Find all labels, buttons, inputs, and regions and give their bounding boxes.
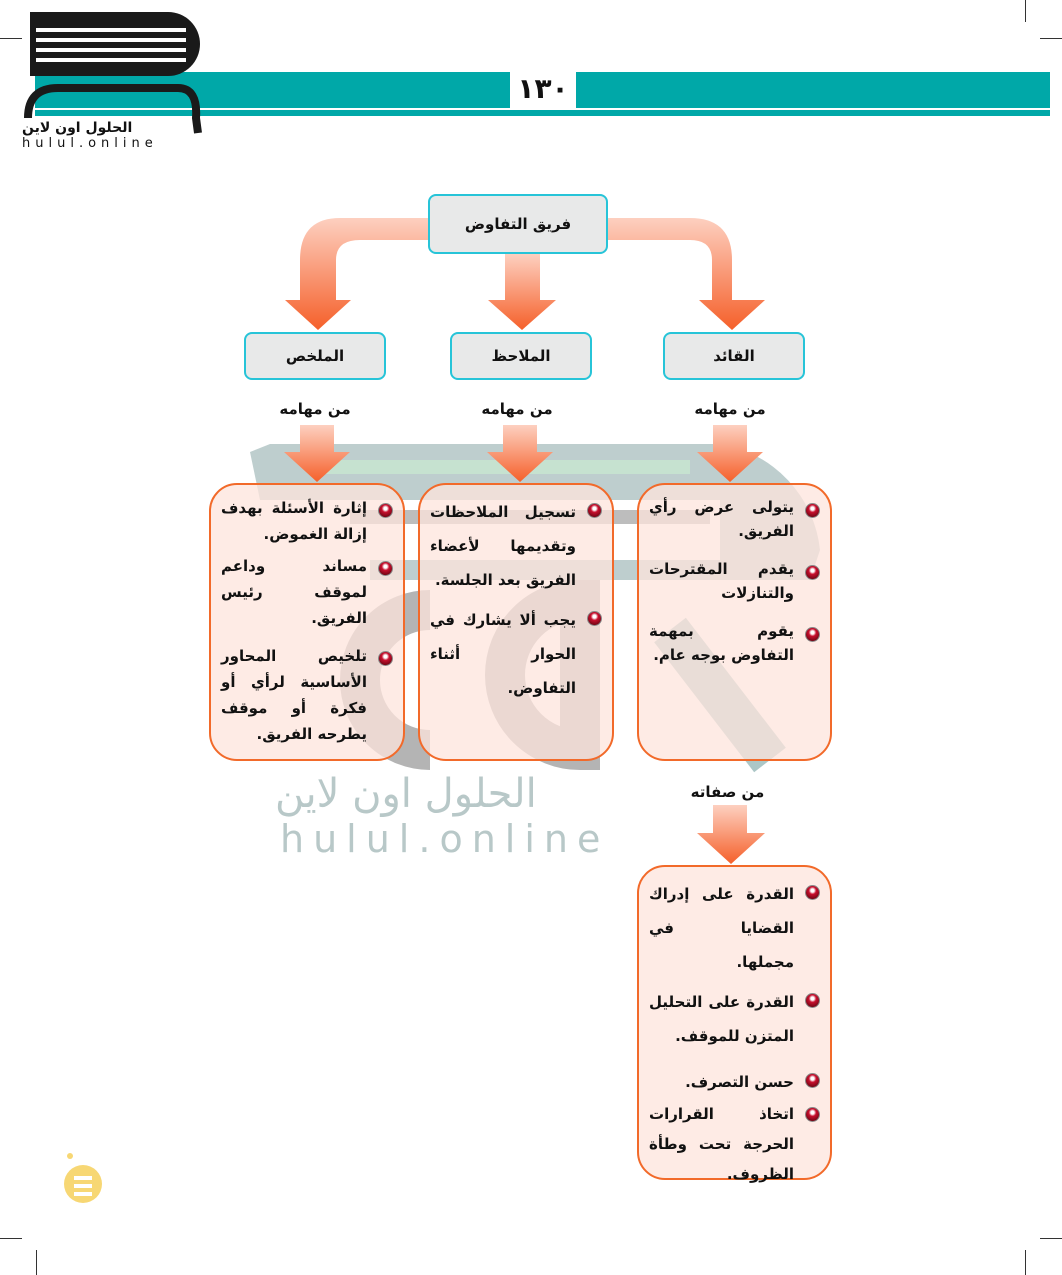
bullet-icon — [587, 611, 602, 626]
root-node: فريق التفاوض — [428, 194, 608, 254]
traits-label: من صفاته — [690, 783, 765, 801]
crop-mark — [0, 38, 22, 39]
leader-tasks-card: يتولى عرض رأي الفريق. يقدم المقترحات وال… — [637, 483, 832, 761]
crop-mark — [1040, 38, 1062, 39]
leader-traits-card: القدرة على إدراك القضايا في مجملها. القد… — [637, 865, 832, 1183]
bullet-icon — [805, 565, 820, 580]
bullet-icon — [805, 627, 820, 642]
tasks-label-summarizer: من مهامه — [279, 400, 351, 418]
observer-tasks-card: تسجيل الملاحظات وتقديمها لأعضاء الفريق ب… — [418, 483, 614, 761]
bullet-icon — [378, 561, 393, 576]
arrow-summ — [284, 425, 350, 482]
page-number: ١٣٠ — [510, 70, 576, 108]
list-item: اتخاذ القرارات الحرجة تحت وطأة الظروف. — [649, 1099, 820, 1189]
bullet-icon — [587, 503, 602, 518]
list-item: مساند وداعم لموقف رئيس الفريق. — [221, 553, 393, 631]
crop-mark — [0, 1238, 22, 1239]
arrow-center — [488, 254, 556, 330]
bullet-icon — [805, 1073, 820, 1088]
role-leader: القائد — [663, 332, 805, 380]
logo-sub-en: hulul.online — [22, 136, 158, 151]
crop-mark — [1025, 1250, 1026, 1275]
crop-mark — [36, 1250, 37, 1275]
header-bar-line — [35, 110, 1050, 116]
list-item: تلخيص المحاور الأساسية لرأي أو فكرة أو م… — [221, 643, 393, 747]
list-item: يقوم بمهمة التفاوض بوجه عام. — [649, 619, 820, 667]
watermark-ar: الحلول اون لاين — [275, 771, 537, 817]
summarizer-tasks-card: إثارة الأسئلة بهدف إزالة الغموض. مساند و… — [209, 483, 405, 761]
list-item: تسجيل الملاحظات وتقديمها لأعضاء الفريق ب… — [430, 495, 602, 597]
role-observer: الملاحظ — [450, 332, 592, 380]
list-item: حسن التصرف. — [649, 1065, 820, 1099]
arrow-obs — [487, 425, 553, 482]
tasks-label-observer: من مهامه — [481, 400, 553, 418]
logo: الحلول اون لاين hulul.online — [18, 8, 208, 153]
bullet-icon — [805, 1107, 820, 1122]
bullet-icon — [805, 503, 820, 518]
list-item: يتولى عرض رأي الفريق. — [649, 495, 820, 543]
arrow-left — [285, 218, 428, 330]
arrow-right — [608, 218, 765, 330]
crop-mark — [1025, 0, 1026, 22]
crop-mark — [1040, 1238, 1062, 1239]
list-item: يقدم المقترحات والتنازلات — [649, 557, 820, 605]
logo-sub-ar: الحلول اون لاين — [22, 120, 133, 136]
watermark-en: hulul.online — [280, 817, 610, 861]
bullet-icon — [805, 993, 820, 1008]
list-item: القدرة على إدراك القضايا في مجملها. — [649, 877, 820, 979]
footer-logo-icon — [62, 1150, 104, 1205]
list-item: القدرة على التحليل المتزن للموقف. — [649, 985, 820, 1053]
role-summarizer: الملخص — [244, 332, 386, 380]
list-item: إثارة الأسئلة بهدف إزالة الغموض. — [221, 495, 393, 547]
arrow-traits — [697, 805, 765, 864]
list-item: يجب ألا يشارك في الحوار أثناء التفاوض. — [430, 603, 602, 705]
arrow-lead — [697, 425, 763, 482]
bullet-icon — [805, 885, 820, 900]
bullet-icon — [378, 503, 393, 518]
bullet-icon — [378, 651, 393, 666]
tasks-label-leader: من مهامه — [694, 400, 766, 418]
